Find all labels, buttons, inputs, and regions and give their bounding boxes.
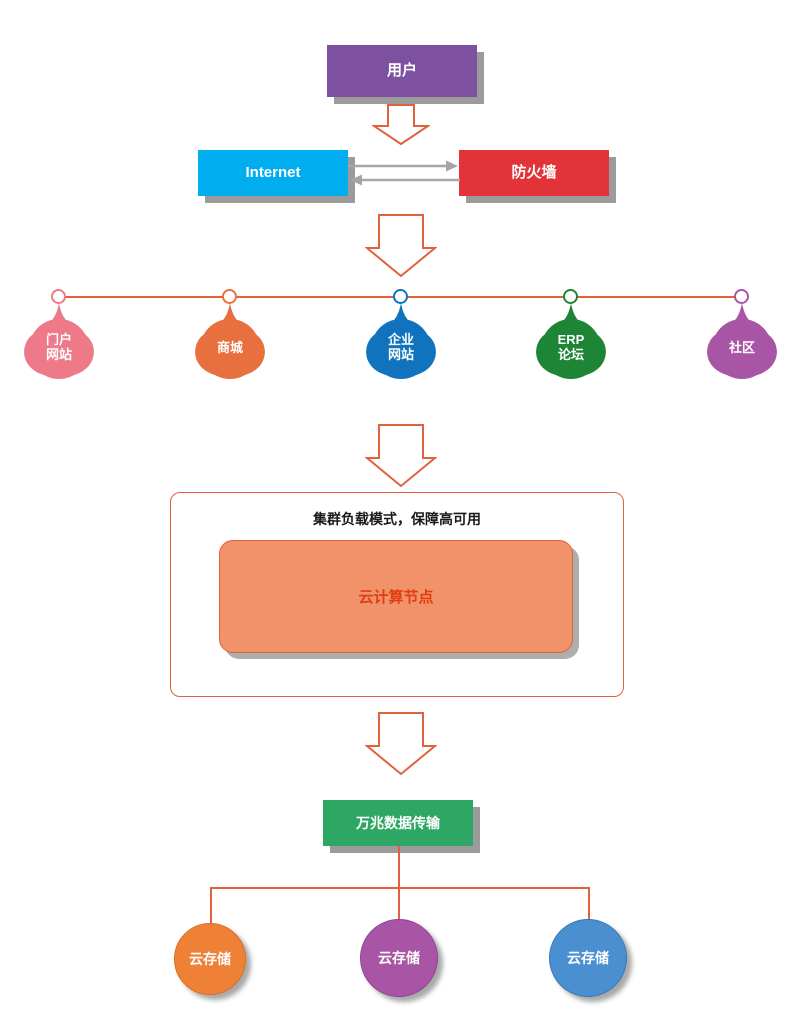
rail-marker-erp[interactable] (563, 289, 578, 304)
cloud-compute-node[interactable]: 云计算节点 (219, 540, 573, 653)
node-internet[interactable]: Internet (198, 150, 348, 196)
node-user-label: 用户 (386, 62, 417, 80)
rail-marker-portal[interactable] (51, 289, 66, 304)
node-user[interactable]: 用户 (327, 45, 477, 97)
cluster-container: 集群负载模式，保障高可用 云计算节点 (170, 492, 624, 697)
storage-node-1-label: 云存储 (189, 951, 231, 967)
node-firewall[interactable]: 防火墙 (459, 150, 609, 196)
pin-shape-erp (536, 303, 606, 379)
site-node-enterprise[interactable]: 企业网站 (359, 297, 443, 385)
storage-node-3-label: 云存储 (567, 950, 609, 966)
connector-transfer-stem (398, 846, 400, 888)
rail-marker-enterprise[interactable] (393, 289, 408, 304)
site-node-mall[interactable]: 商城 (188, 297, 272, 385)
pin-shape-community (707, 303, 777, 379)
arrow-down-user-to-internet (372, 104, 430, 146)
connector-storage-drop-2 (398, 887, 400, 926)
node-firewall-label: 防火墙 (511, 164, 557, 182)
cloud-compute-node-label: 云计算节点 (358, 589, 434, 606)
site-node-portal[interactable]: 门户网站 (17, 297, 101, 385)
arrow-down-internet-to-sites (365, 214, 437, 278)
arrow-right-internet-to-firewall (348, 160, 458, 172)
connector-storage-drop-1 (210, 887, 212, 926)
pin-shape-mall (195, 303, 265, 379)
storage-node-2[interactable]: 云存储 (360, 919, 438, 997)
arrow-down-cluster-to-transfer (365, 712, 437, 776)
pin-shape-portal (24, 303, 94, 379)
node-internet-label: Internet (245, 164, 301, 182)
node-data-transfer[interactable]: 万兆数据传输 (323, 800, 473, 846)
connector-storage-drop-3 (588, 887, 590, 926)
storage-node-1[interactable]: 云存储 (174, 923, 246, 995)
arrow-down-sites-to-cluster (365, 424, 437, 488)
pin-shape-enterprise (366, 303, 436, 379)
storage-node-2-label: 云存储 (378, 950, 420, 966)
site-node-community[interactable]: 社区 (700, 297, 784, 385)
rail-marker-mall[interactable] (222, 289, 237, 304)
node-data-transfer-label: 万兆数据传输 (356, 814, 440, 831)
link-internet-firewall (348, 160, 460, 186)
rail-marker-community[interactable] (734, 289, 749, 304)
arrow-left-firewall-to-internet (350, 174, 460, 186)
cluster-title: 集群负载模式，保障高可用 (313, 511, 481, 527)
storage-node-3[interactable]: 云存储 (549, 919, 627, 997)
